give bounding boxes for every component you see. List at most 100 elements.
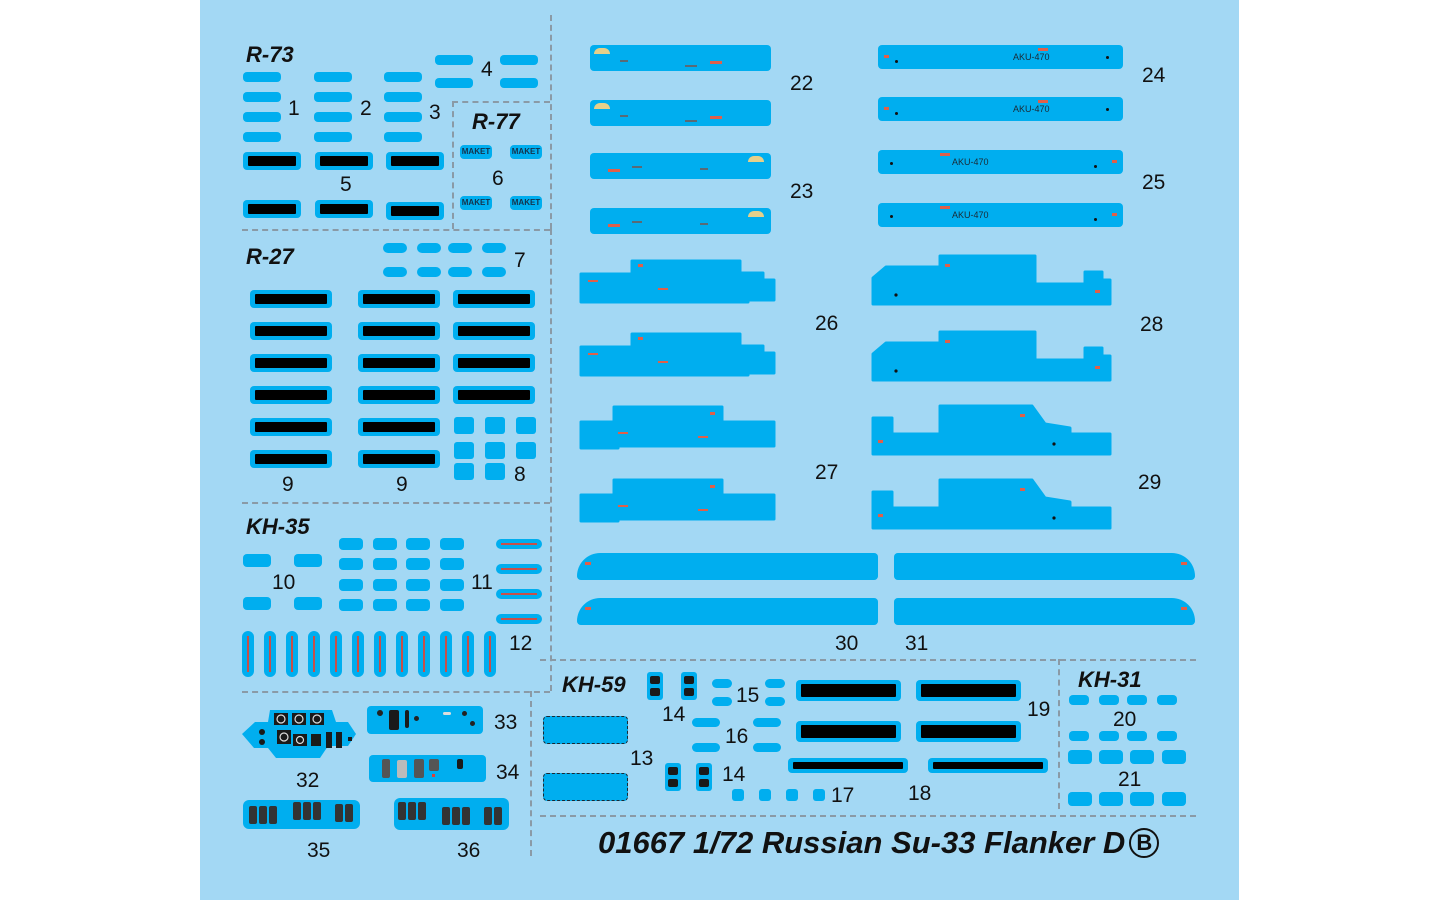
decal-2	[314, 92, 352, 102]
decal-3	[384, 112, 422, 122]
decal-29	[871, 404, 1112, 456]
decal-9	[358, 450, 440, 468]
decal-11	[339, 558, 363, 570]
decal-16	[692, 718, 720, 727]
decal-3	[384, 92, 422, 102]
decal-20	[1127, 695, 1147, 705]
decal-15	[712, 697, 732, 706]
decal-11	[373, 558, 397, 570]
decal-30	[577, 598, 878, 625]
decal-9	[453, 354, 535, 372]
decal-number-9: 9	[282, 473, 294, 496]
decal-7	[383, 267, 407, 277]
decal-11	[406, 558, 430, 570]
decal-31	[894, 598, 1195, 625]
decal-19	[916, 680, 1021, 701]
sheet-letter-badge: B	[1129, 828, 1160, 858]
decal-15	[712, 679, 732, 688]
decal-number-4: 4	[481, 58, 493, 81]
tank-label: AKU-470	[1013, 52, 1050, 62]
decal-35	[243, 800, 360, 829]
decal-9	[453, 386, 535, 404]
section-title-r73: R-73	[246, 42, 294, 67]
decal-10	[294, 554, 322, 567]
decal-number-14: 14	[662, 703, 686, 726]
decal-11	[440, 558, 464, 570]
decal-19	[796, 680, 901, 701]
decal-4	[435, 55, 473, 65]
decal-21	[1130, 792, 1154, 806]
divider	[452, 101, 550, 103]
emblem-icon	[748, 211, 764, 217]
decal-24: AKU-470	[878, 97, 1123, 121]
decal-sheet: R-73 1 2 3 4 5 R-77 MAKET MAKET MAKET MA…	[200, 0, 1239, 900]
decal-14	[696, 763, 712, 791]
decal-14	[647, 672, 663, 700]
decal-12	[286, 631, 298, 677]
decal-11	[440, 538, 464, 550]
decal-7	[482, 243, 506, 253]
decal-11	[373, 579, 397, 591]
decal-number-30: 30	[835, 632, 859, 655]
decal-9	[358, 418, 440, 436]
decal-26	[579, 332, 776, 377]
decal-number-12: 12	[509, 632, 533, 655]
decal-7	[383, 243, 407, 253]
decal-11	[339, 538, 363, 550]
decal-12	[418, 631, 430, 677]
decal-8	[516, 442, 536, 459]
decal-7	[417, 267, 441, 277]
decal-15	[765, 679, 785, 688]
decal-18	[788, 758, 908, 773]
decal-9	[250, 354, 332, 372]
decal-27	[579, 405, 776, 450]
decal-5	[386, 152, 444, 170]
decal-14	[681, 672, 697, 700]
decal-12	[374, 631, 386, 677]
decal-12	[264, 631, 276, 677]
decal-8	[516, 417, 536, 434]
decal-9	[250, 450, 332, 468]
decal-number-31: 31	[905, 632, 929, 655]
decal-17	[813, 789, 825, 801]
decal-9	[453, 322, 535, 340]
decal-17	[759, 789, 771, 801]
decal-11	[339, 599, 363, 611]
decal-number-21: 21	[1118, 768, 1142, 791]
decal-2	[314, 112, 352, 122]
emblem-icon	[594, 103, 610, 109]
decal-number-9: 9	[396, 473, 408, 496]
decal-number-17: 17	[831, 784, 855, 807]
decal-number-1: 1	[288, 97, 300, 120]
decal-17	[786, 789, 798, 801]
divider	[550, 15, 552, 229]
decal-33	[367, 706, 483, 734]
decal-number-13: 13	[630, 747, 654, 770]
decal-4	[500, 78, 538, 88]
decal-number-3: 3	[429, 101, 441, 124]
decal-number-15: 15	[736, 684, 760, 707]
decal-27	[579, 478, 776, 523]
decal-22	[590, 100, 771, 126]
divider	[242, 691, 550, 693]
decal-19	[916, 721, 1021, 742]
decal-20	[1069, 731, 1089, 741]
decal-10	[243, 597, 271, 610]
decal-21	[1130, 750, 1154, 764]
decal-20	[1157, 731, 1177, 741]
divider	[242, 229, 550, 231]
section-title-r27: R-27	[246, 244, 294, 269]
decal-26	[579, 259, 776, 304]
decal-16	[753, 743, 781, 752]
decal-9	[358, 386, 440, 404]
decal-number-2: 2	[360, 97, 372, 120]
decal-12	[496, 564, 542, 574]
tank-label: AKU-470	[1013, 104, 1050, 114]
decal-number-24: 24	[1142, 64, 1166, 87]
decal-8	[454, 417, 474, 434]
divider	[540, 815, 1196, 817]
decal-number-26: 26	[815, 312, 839, 335]
decal-20	[1069, 695, 1089, 705]
decal-21	[1068, 792, 1092, 806]
